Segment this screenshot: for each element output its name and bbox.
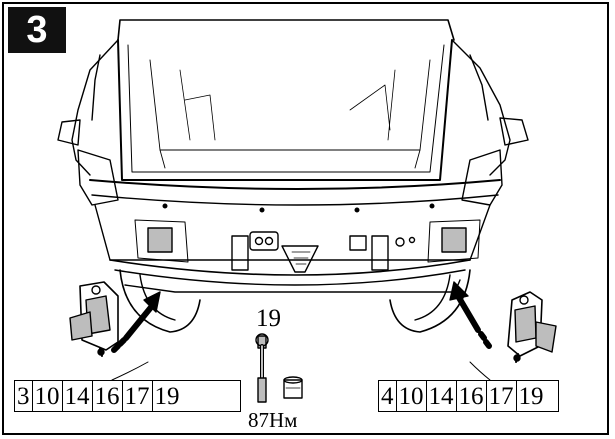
- part-number: 16: [455, 381, 486, 411]
- part-number: 17: [485, 381, 516, 411]
- rear-bumper-area: [89, 179, 501, 293]
- part-number: 10: [395, 381, 426, 411]
- left-bracket-part: [69, 281, 119, 357]
- part-number: 19: [151, 381, 182, 411]
- part-number: 10: [31, 381, 62, 411]
- socket-wrench-icon: [255, 333, 269, 403]
- install-arrow-left: [111, 291, 161, 353]
- part-number: 17: [121, 381, 152, 411]
- illustration-frame: [2, 2, 609, 435]
- leader-lines: [111, 361, 491, 381]
- right-bracket-part: [507, 291, 557, 363]
- car-body-sides: [57, 39, 529, 206]
- part-number: 3: [17, 382, 30, 410]
- torque-value-label: 87Нм: [248, 408, 298, 432]
- install-arrow-right: [449, 281, 492, 349]
- part-number: 19: [515, 381, 546, 411]
- rear-window-opening: [117, 19, 455, 181]
- parts-label-right: 4 10 14 16 17 19: [378, 380, 559, 412]
- wrench-size-label: 19: [256, 305, 281, 332]
- part-number: 14: [61, 381, 92, 411]
- step-number-badge: 3: [8, 7, 66, 53]
- part-number: 4: [381, 382, 394, 410]
- parts-label-left: 3 10 14 16 17 19: [14, 380, 241, 412]
- part-number: 16: [91, 381, 122, 411]
- socket-icon: [283, 376, 303, 399]
- rear-wheels: [119, 269, 471, 333]
- part-number: 14: [425, 381, 456, 411]
